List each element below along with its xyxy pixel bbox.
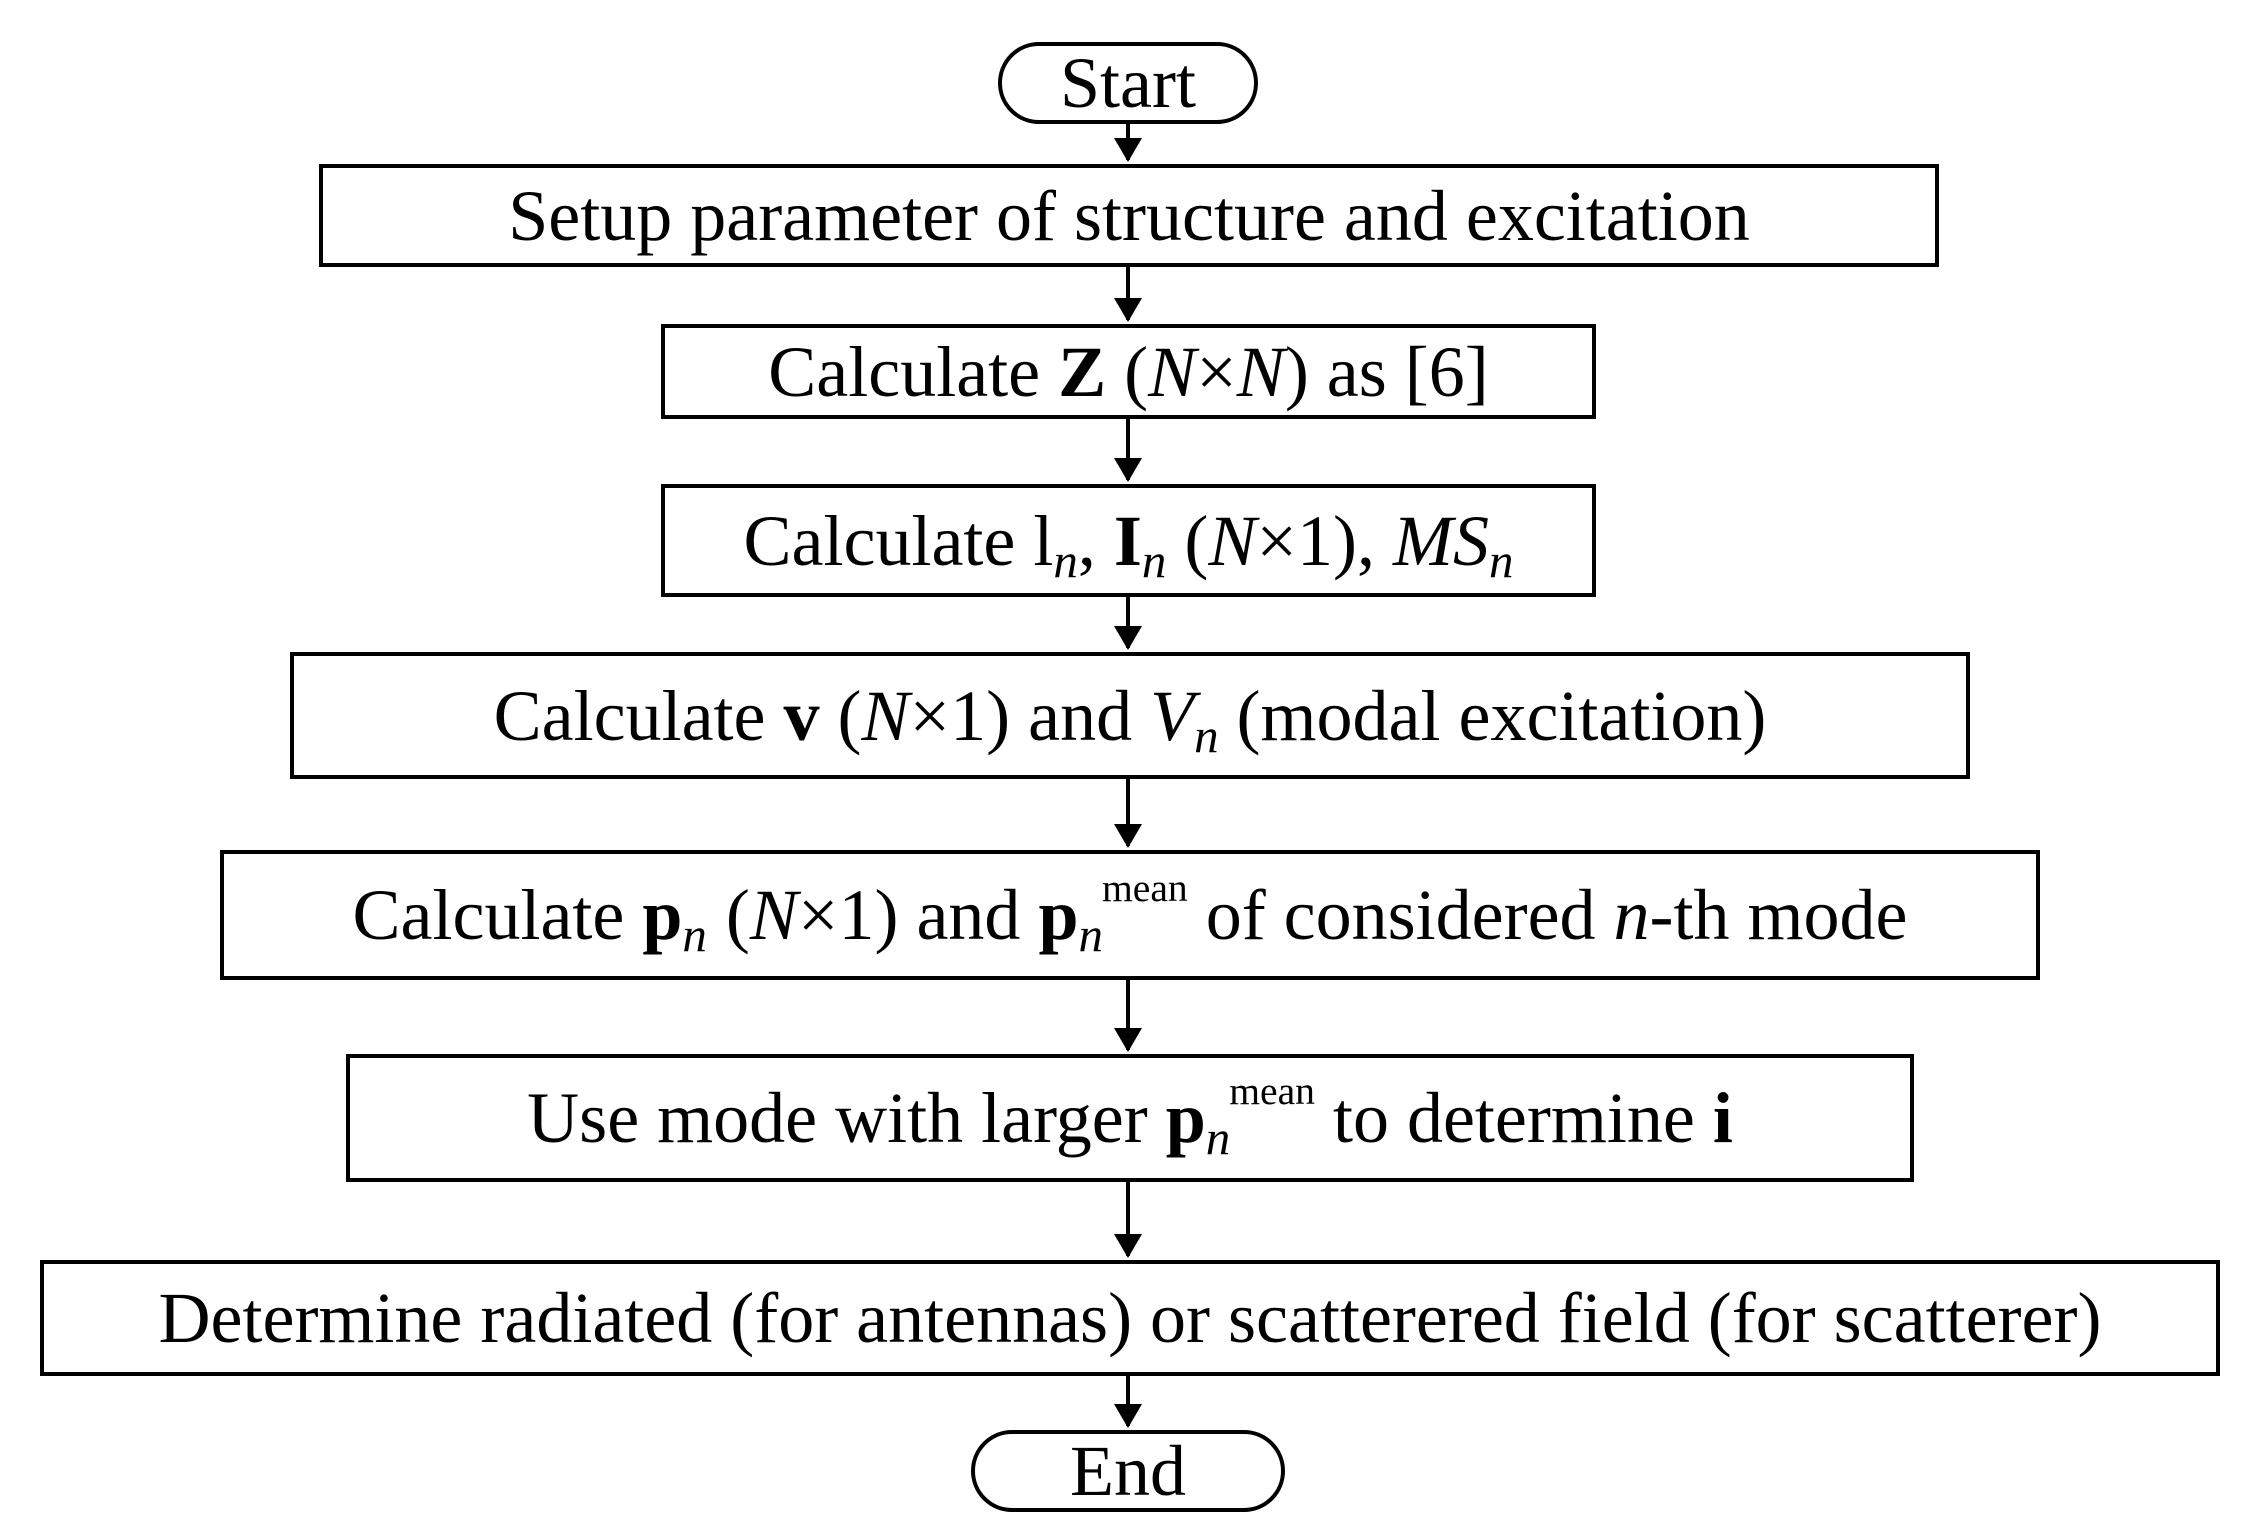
select-mode-step: Use mode with larger pnmean to determine… bbox=[346, 1054, 1914, 1182]
calculate-eigen-step: Calculate ln, In (N×1), MSn bbox=[661, 484, 1596, 597]
calculate-excitation-label: Calculate v (N×1) and Vn (modal excitati… bbox=[493, 675, 1767, 763]
determine-field-label: Determine radiated (for antennas) or sca… bbox=[158, 1278, 2102, 1358]
setup-parameters-label: Setup parameter of structure and excitat… bbox=[508, 175, 1750, 256]
calculate-power-label: Calculate pn (N×1) and pnmean of conside… bbox=[352, 866, 1908, 963]
select-mode-label: Use mode with larger pnmean to determine… bbox=[527, 1069, 1733, 1166]
end-label: End bbox=[1070, 1431, 1186, 1511]
calculate-excitation-step: Calculate v (N×1) and Vn (modal excitati… bbox=[290, 652, 1970, 779]
start-terminal: Start bbox=[998, 42, 1258, 124]
calculate-eigen-label: Calculate ln, In (N×1), MSn bbox=[743, 500, 1514, 588]
end-terminal: End bbox=[971, 1430, 1285, 1512]
calculate-z-label: Calculate Z (N×N) as [6] bbox=[768, 331, 1489, 412]
setup-parameters-step: Setup parameter of structure and excitat… bbox=[319, 164, 1939, 267]
calculate-z-step: Calculate Z (N×N) as [6] bbox=[661, 324, 1596, 419]
determine-field-step: Determine radiated (for antennas) or sca… bbox=[40, 1260, 2220, 1376]
start-label: Start bbox=[1060, 43, 1196, 123]
calculate-power-step: Calculate pn (N×1) and pnmean of conside… bbox=[220, 850, 2040, 980]
